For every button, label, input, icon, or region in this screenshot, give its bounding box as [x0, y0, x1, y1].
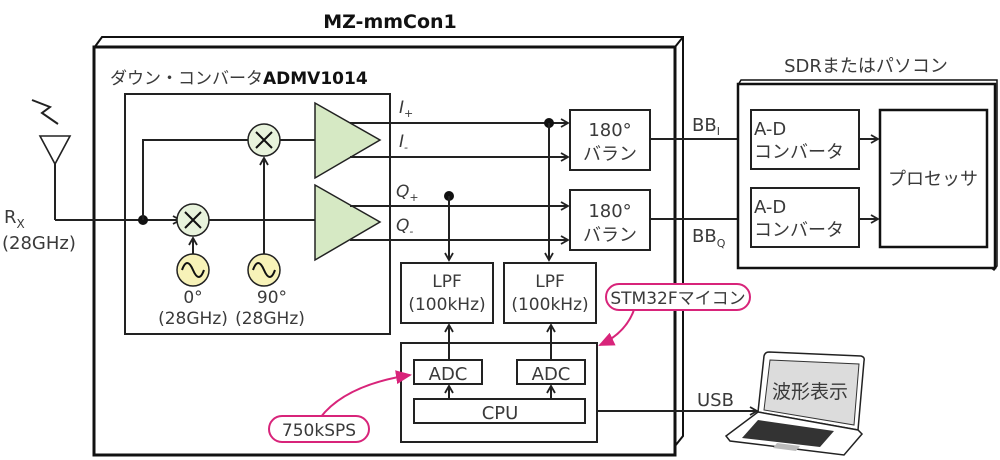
svg-text:(100kHz): (100kHz): [408, 295, 485, 315]
antenna-icon: [38, 135, 72, 166]
balun-q: 180° バラン: [569, 189, 651, 251]
usb-label: USB: [697, 390, 734, 411]
downconverter-title: ダウン・コンバータADMV1014: [110, 69, 368, 89]
sdr-adc-2: [750, 187, 860, 248]
mcu-callout: [605, 283, 751, 311]
signal-i-plus: I+: [399, 98, 413, 120]
signal-q-minus: Q-: [396, 216, 413, 238]
amplifier-i-icon: [314, 101, 382, 180]
rx-label: RX: [4, 207, 25, 231]
svg-text:LPF: LPF: [432, 272, 462, 292]
adc-2: [516, 359, 586, 385]
svg-text:(28GHz): (28GHz): [235, 309, 305, 329]
balun-i: 180° バラン: [569, 109, 651, 171]
keyboard-icon: [742, 420, 834, 447]
svg-text:バラン: バラン: [583, 144, 637, 165]
svg-text:ADC: ADC: [429, 364, 468, 385]
amplifier-q-icon: [314, 183, 382, 262]
signal-i-minus: I-: [399, 132, 408, 154]
svg-text:A-D: A-D: [754, 197, 786, 218]
mcu-block: ADC ADC CPU: [400, 323, 598, 443]
oscillator-0deg: 0° (28GHz): [158, 236, 228, 329]
mcu-callout-text: STM32Fマイコン: [610, 289, 745, 309]
sdr-title: SDRまたはパソコン: [784, 56, 948, 77]
svg-text:コンバータ: コンバータ: [754, 142, 844, 163]
lpf-q: LPF (100kHz): [400, 262, 494, 324]
svg-text:CPU: CPU: [482, 403, 519, 424]
board-title: MZ-mmCon1: [323, 11, 457, 33]
svg-text:ADC: ADC: [532, 364, 571, 385]
svg-text:0°: 0°: [183, 288, 202, 308]
svg-text:A-D: A-D: [754, 119, 786, 140]
sample-rate-callout: [268, 415, 370, 443]
rx-frequency: (28GHz): [2, 233, 76, 254]
lpf-i: LPF (100kHz): [503, 262, 597, 324]
svg-text:180°: 180°: [588, 201, 631, 222]
bb-i-label: BBI: [692, 115, 720, 138]
svg-text:LPF: LPF: [535, 272, 565, 292]
downconverter-block: ダウン・コンバータADMV1014: [110, 69, 391, 335]
laptop-screen-text: 波形表示: [772, 381, 848, 403]
svg-text:180°: 180°: [588, 120, 631, 141]
adc-1: [413, 359, 483, 385]
svg-text:90°: 90°: [257, 288, 287, 308]
antenna: RX (28GHz): [2, 99, 76, 254]
svg-text:(28GHz): (28GHz): [158, 309, 228, 329]
signal-q-plus: Q+: [396, 182, 419, 204]
processor: [878, 108, 989, 249]
oscillator-90deg: 90° (28GHz): [235, 156, 305, 329]
radio-wave-icon: [31, 99, 59, 125]
svg-text:プロセッサ: プロセッサ: [888, 169, 978, 190]
svg-text:バラン: バラン: [583, 225, 637, 246]
svg-text:コンバータ: コンバータ: [754, 220, 844, 241]
laptop-icon: 波形表示: [724, 351, 865, 456]
svg-text:(100kHz): (100kHz): [511, 295, 588, 315]
sample-rate-callout-text: 750kSPS: [282, 421, 356, 441]
cpu: [413, 398, 586, 424]
bb-q-label: BBQ: [692, 226, 726, 250]
sdr-block: SDRまたはパソコン A-D コンバータ A-D コンバータ プロセッサ: [736, 56, 998, 272]
